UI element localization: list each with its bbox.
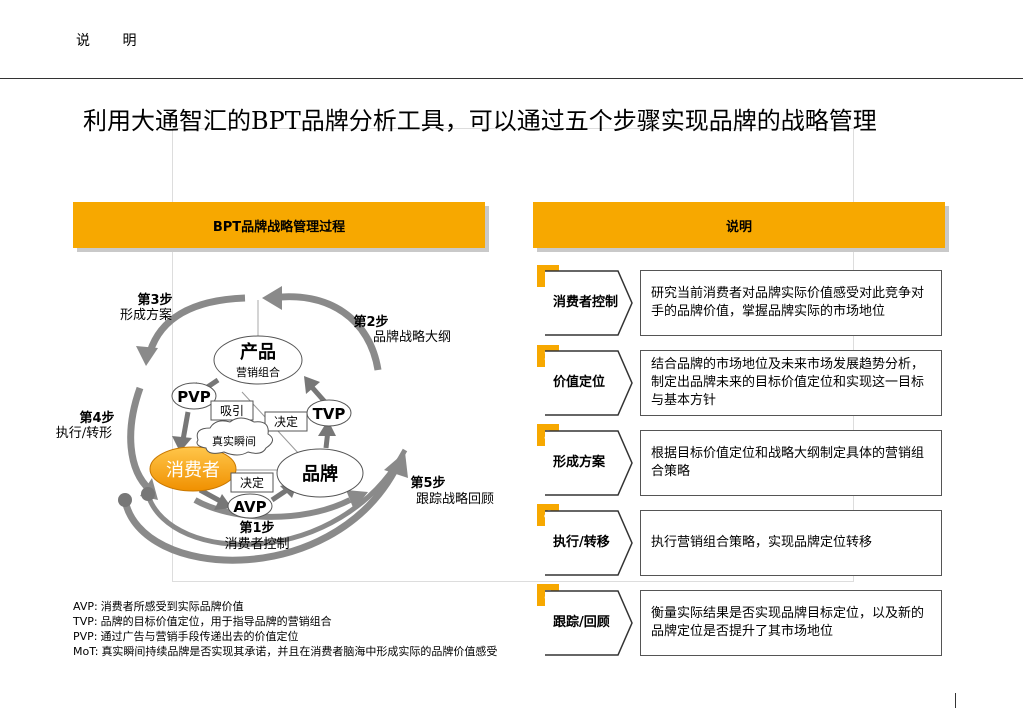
legend-text: 品牌的目标价值定位，用于指导品牌的营销组合 <box>100 615 332 628</box>
top-bar: 说 明 <box>0 0 1023 79</box>
arrow-consumer-to-avp <box>198 487 224 505</box>
arc-step5-a <box>121 468 399 564</box>
legend-row: MoT:真实瞬间持续品牌是否实现其承诺，并且在消费者脑海中形成实际的品牌价值感受 <box>73 644 523 659</box>
step1-name: 消费者控制 <box>224 537 289 552</box>
step-desc-2: 结合品牌的市场地位及未来市场发展趋势分析，制定出品牌未来的目标价值定位和实现这一… <box>640 350 942 416</box>
moment-cloud <box>196 417 273 456</box>
step-chevron-2 <box>545 350 633 416</box>
step-desc-4: 执行营销组合策略，实现品牌定位转移 <box>640 510 942 576</box>
step5-start-dot-b <box>141 487 155 501</box>
decide-bottom-box <box>230 472 274 493</box>
step-label-3: 形成方案 <box>553 455 606 470</box>
step-chevron-1 <box>545 270 633 336</box>
step-chevron-3 <box>545 430 633 496</box>
legend-text: 真实瞬间持续品牌是否实现其承诺，并且在消费者脑海中形成实际的品牌价值感受 <box>101 645 498 658</box>
step5-num: 第5步 <box>410 475 445 491</box>
legend-text: 通过广告与营销手段传递出去的价值定位 <box>100 630 299 643</box>
page-title: 利用大通智汇的BPT品牌分析工具，可以通过五个步骤实现品牌的战略管理 <box>83 107 877 135</box>
legend-key: PVP: <box>73 630 98 643</box>
step-desc-5: 衡量实际结果是否实现品牌目标定位，以及新的品牌定位是否提升了其市场地位 <box>640 590 942 656</box>
arc-step2 <box>269 293 382 371</box>
brand-label: 品牌 <box>302 463 338 485</box>
step-desc-3: 根据目标价值定位和战略大纲制定具体的营销组合策略 <box>640 430 942 496</box>
step2-num: 第2步 <box>353 314 388 330</box>
pvp-node <box>171 382 217 410</box>
attract-label: 吸引 <box>220 404 244 418</box>
step2-name: 品牌战略大纲 <box>373 329 451 345</box>
step5-name: 跟踪战略回顾 <box>416 491 494 507</box>
decide-top-label: 决定 <box>274 414 298 429</box>
step3-name: 形成方案 <box>120 307 172 323</box>
legend-text: 消费者所感受到实际品牌价值 <box>100 600 244 613</box>
legend-row: AVP:消费者所感受到实际品牌价值 <box>73 599 523 614</box>
arc-step4 <box>127 386 153 493</box>
moment-label: 真实瞬间 <box>212 434 256 448</box>
consumer-label: 消费者 <box>166 460 220 481</box>
consumer-node <box>149 446 237 492</box>
step1-num: 第1步 <box>239 520 274 536</box>
legend-row: PVP:通过广告与营销手段传递出去的价值定位 <box>73 629 523 644</box>
brand-node <box>276 448 364 498</box>
arc-step1 <box>193 497 352 520</box>
step-label-5: 跟踪/回顾 <box>553 615 610 630</box>
avp-label: AVP <box>233 498 266 516</box>
legend-key: AVP: <box>73 600 98 613</box>
arrowhead-step1 <box>346 490 368 510</box>
arrowhead-step2 <box>262 286 282 310</box>
section-label: 说 明 <box>76 33 151 49</box>
step5-start-dot-a <box>118 493 132 507</box>
step3-num: 第3步 <box>137 292 172 308</box>
product-node <box>213 335 303 385</box>
step-desc-1: 研究当前消费者对品牌实际价值感受对此竞争对手的品牌价值，掌握品牌实际的市场地位 <box>640 270 942 336</box>
decide-top-box <box>264 411 308 432</box>
abbreviation-legend: AVP:消费者所感受到实际品牌价值 TVP:品牌的目标价值定位，用于指导品牌的营… <box>73 599 523 659</box>
page-divider-tick <box>955 693 956 708</box>
avp-node <box>227 493 273 519</box>
step-chevron-5 <box>545 590 633 656</box>
pvp-label: PVP <box>177 388 211 406</box>
decide-bottom-label: 决定 <box>240 475 264 490</box>
description-header: 说明 <box>533 202 945 248</box>
legend-key: TVP: <box>73 615 98 628</box>
step-label-4: 执行/转移 <box>553 535 610 550</box>
step4-num: 第4步 <box>79 410 114 426</box>
step-label-2: 价值定位 <box>553 375 606 390</box>
tvp-label: TVP <box>313 405 346 423</box>
legend-key: MoT: <box>73 645 99 658</box>
product-subtitle: 营销组合 <box>236 365 280 379</box>
arrowhead-step3 <box>136 346 158 366</box>
legend-row: TVP:品牌的目标价值定位，用于指导品牌的营销组合 <box>73 614 523 629</box>
arc-step3 <box>146 294 246 354</box>
process-header: BPT品牌战略管理过程 <box>73 202 485 248</box>
step-label-1: 消费者控制 <box>553 295 619 310</box>
step4-name: 执行/转形 <box>56 426 112 441</box>
arrow-pvp-to-consumer <box>180 411 191 441</box>
arc-step5-b <box>145 448 408 548</box>
step-chevron-4 <box>545 510 633 576</box>
product-title: 产品 <box>240 341 276 363</box>
